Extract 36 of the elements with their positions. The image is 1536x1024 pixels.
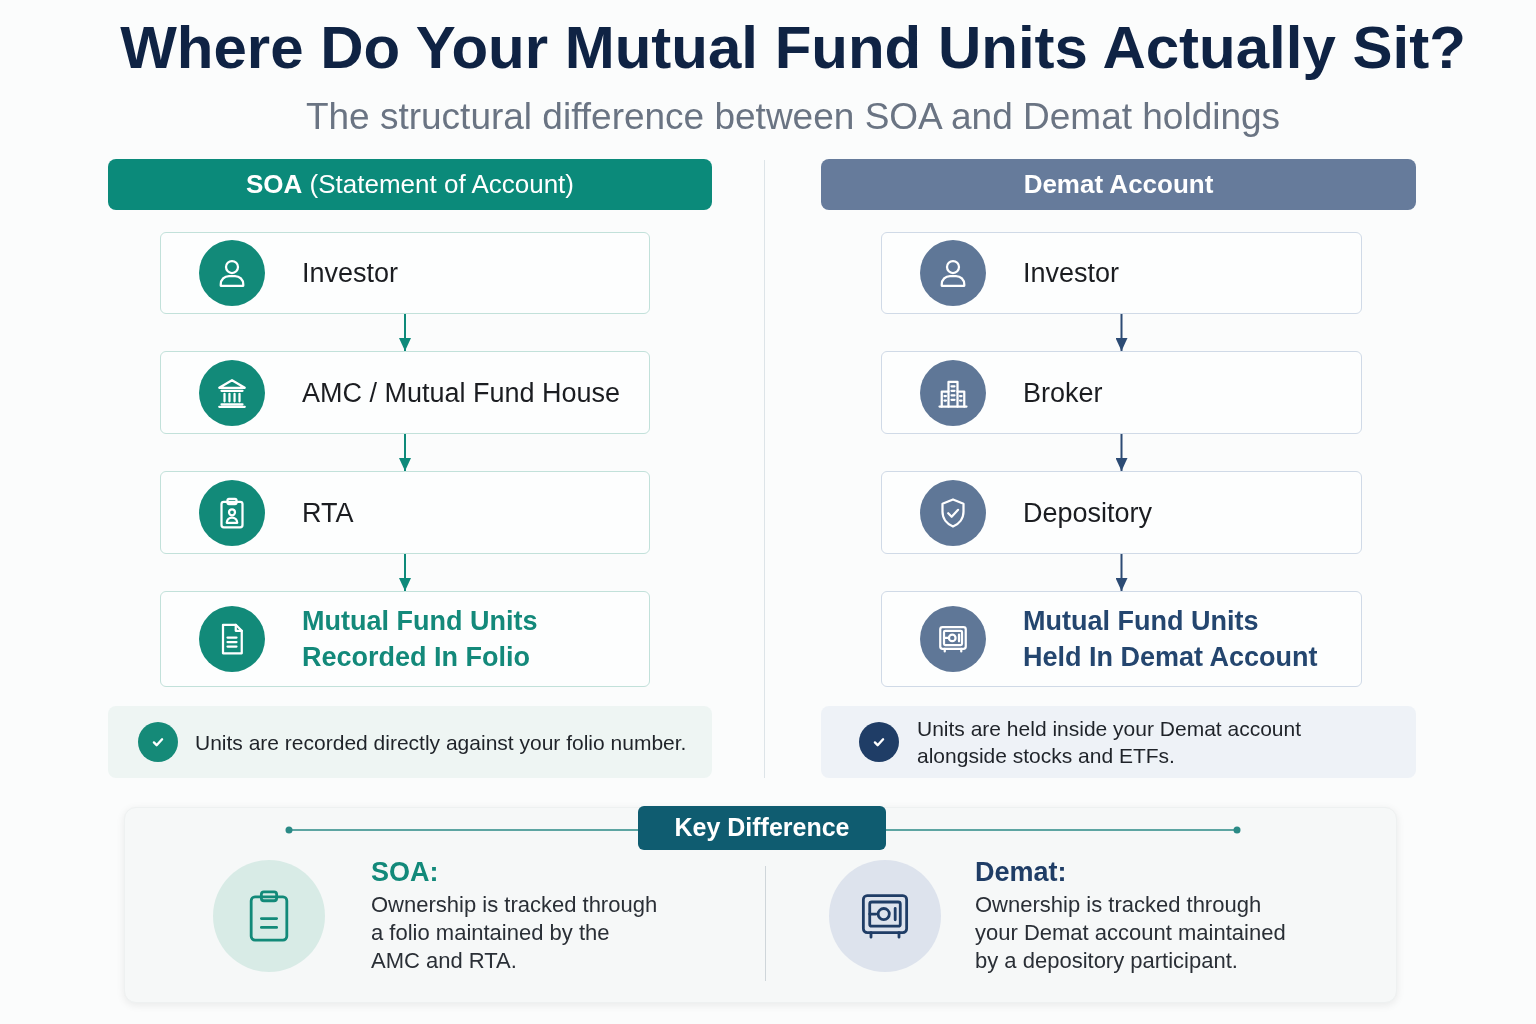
comparison-panel: [124, 807, 1397, 1003]
arrow: [399, 313, 411, 352]
process-box: [160, 351, 650, 434]
process-box: [881, 351, 1362, 434]
note-text: Units are held inside your Demat account alongside stocks and ETFs.: [917, 716, 1303, 769]
box-label: Depository: [1023, 496, 1153, 530]
box-label: Broker: [1023, 376, 1103, 410]
result-box: [160, 591, 650, 687]
box-label: RTA: [302, 496, 354, 530]
box-label: Mutual Fund Units Held In Demat Account: [1023, 605, 1319, 674]
arrow: [1115, 433, 1128, 472]
arrow: [1115, 553, 1128, 592]
arrow: [1115, 313, 1128, 352]
column-header: Demat Account: [821, 159, 1416, 210]
title: Where Do Your Mutual Fund Units Actually Sit?: [119, 13, 1467, 83]
box-label: Mutual Fund Units Recorded In Folio: [302, 605, 539, 674]
comparison-text: Ownership is tracked through a folio maintained by the AMC and RTA.: [371, 891, 659, 975]
comparison-heading: Demat:: [975, 856, 1067, 888]
box-label: Investor: [1023, 257, 1120, 290]
process-box: [881, 471, 1362, 554]
note-box: [108, 706, 712, 778]
comparison-text: Ownership is tracked through your Demat account maintained by a depository participant.: [975, 891, 1287, 975]
process-box: [160, 232, 650, 314]
box-label: Investor: [302, 257, 399, 290]
comparison-heading: SOA:: [371, 856, 439, 888]
box-label: AMC / Mutual Fund House: [302, 376, 621, 410]
column-header: SOA (Statement of Account): [108, 159, 712, 210]
note-text: Units are recorded directly against your folio number.: [195, 729, 687, 756]
key-difference-heading: Key Difference: [638, 806, 886, 850]
result-box: [881, 591, 1362, 687]
process-box: [160, 471, 650, 554]
note-box: [821, 706, 1416, 778]
subtitle: The structural difference between SOA and Demat holdings: [304, 95, 1282, 139]
process-box: [881, 232, 1362, 314]
arrow: [399, 553, 411, 592]
arrow: [399, 433, 411, 472]
